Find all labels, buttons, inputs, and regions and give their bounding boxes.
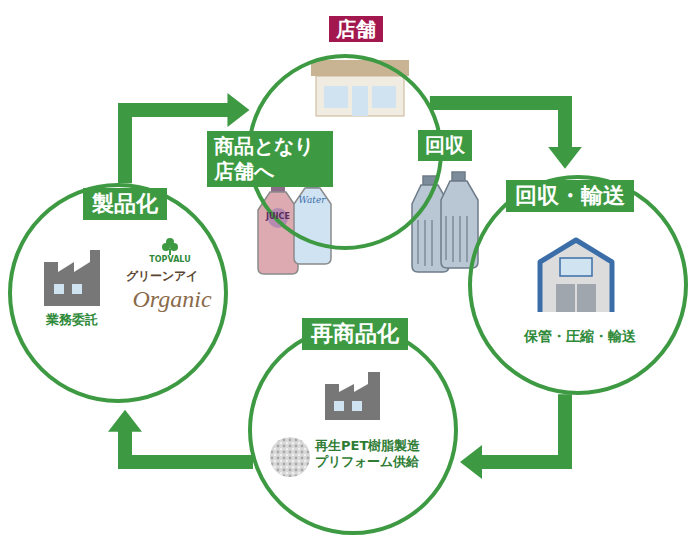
water-bottle <box>294 180 331 264</box>
stage-heading: 回収・輸送 <box>506 180 634 212</box>
topvalu-leaf <box>162 238 178 255</box>
stage-description: 再生PET樹脂製造 プリフォーム供給 <box>315 438 429 469</box>
warehouse-icon <box>540 240 612 312</box>
stage-description: 業務委託 <box>46 312 98 328</box>
cycle-arrow <box>125 429 253 462</box>
bottle-label: Water <box>298 196 325 206</box>
cycle-arrow <box>479 394 565 462</box>
logo-text: グリーンアイ <box>126 270 198 283</box>
process-circle: 再商品化再生PET樹脂製造 プリフォーム供給 <box>248 325 458 535</box>
process-circle: 回収・輸送保管・圧縮・輸送 <box>468 175 688 395</box>
stage-heading: 店舗 <box>329 16 383 42</box>
stage-description: 保管・圧縮・輸送 <box>524 328 636 345</box>
circle-outline <box>248 325 458 535</box>
logo-text: Organic <box>132 286 211 312</box>
stage-heading: 製品化 <box>83 188 167 220</box>
arrow-label: 回収 <box>418 130 472 161</box>
logo-text: TOPVALU <box>149 256 190 265</box>
empty-bottles <box>412 172 478 272</box>
factory-icon <box>44 250 100 306</box>
factory-icon <box>325 372 380 420</box>
pet-pellets <box>270 437 310 477</box>
bottle-label: JUICE <box>266 213 290 222</box>
stage-heading: 再商品化 <box>302 318 408 350</box>
arrow-label: 商品となり 店舗へ <box>207 131 333 187</box>
juice-bottle <box>258 184 298 274</box>
